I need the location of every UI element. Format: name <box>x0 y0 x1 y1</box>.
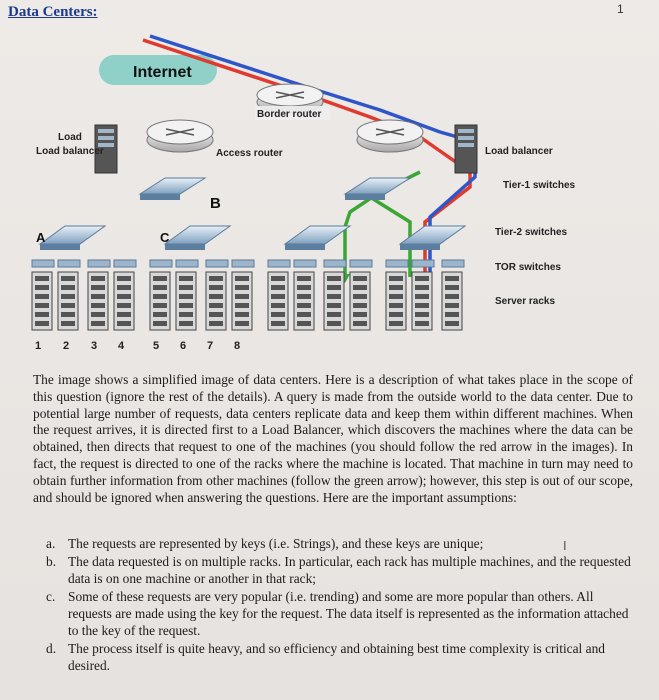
marker-c: C <box>160 230 170 245</box>
rack-number: 3 <box>91 340 97 352</box>
tier2-switches <box>38 225 467 250</box>
load-balancer-right-label: Load balancer <box>485 146 553 157</box>
list-marker: a. <box>46 536 56 551</box>
assumptions-list: a. The requests are represented by keys (… <box>40 535 633 675</box>
tier2-label: Tier-2 switches <box>495 227 568 238</box>
tor-switches <box>31 259 465 268</box>
border-router-label: Border router <box>257 109 322 120</box>
load-balancer-left-label-1: Load <box>58 132 82 143</box>
rack-number: 7 <box>207 340 213 352</box>
list-marker: d. <box>46 641 57 656</box>
server-racks <box>31 271 463 331</box>
list-item-text: The requests are represented by keys (i.… <box>68 536 484 551</box>
text-cursor-icon: I <box>563 538 567 553</box>
tor-label: TOR switches <box>495 262 561 273</box>
list-item: b. The data requested is on multiple rack… <box>40 553 633 587</box>
description-paragraph: The image shows a simplified image of da… <box>33 372 633 505</box>
load-balancer-left: Load <box>58 124 118 174</box>
marker-b: B <box>210 195 221 212</box>
data-center-diagram: Internet Border router Access router <box>31 34 576 352</box>
rack-number: 4 <box>118 340 125 352</box>
list-marker: b. <box>46 554 57 569</box>
rack-number: 1 <box>35 340 41 352</box>
tier1-label: Tier-1 switches <box>503 180 576 191</box>
marker-a: A <box>36 230 46 245</box>
access-router-right <box>356 119 424 153</box>
load-balancer-left-label: Load balancer <box>36 146 104 157</box>
page-number: 1 <box>617 2 624 16</box>
green-arrow-2 <box>369 195 412 277</box>
tier1-switch-left <box>138 177 207 200</box>
list-item-text: Some of these requests are very popular … <box>68 589 629 638</box>
list-item: d. The process itself is quite heavy, and… <box>40 640 633 674</box>
server-racks-label: Server racks <box>495 296 555 307</box>
access-router-label: Access router <box>216 148 283 159</box>
internet-label: Internet <box>133 64 192 81</box>
tier1-switch-right <box>343 177 412 200</box>
border-router: Border router <box>255 83 330 120</box>
rack-number: 2 <box>63 340 69 352</box>
rack-number: 8 <box>234 340 240 352</box>
list-marker: c. <box>46 589 56 604</box>
internet-cloud: Internet <box>99 55 217 85</box>
list-item: c. Some of these requests are very popula… <box>40 588 633 639</box>
rack-numbers: 1 2 3 4 5 6 7 8 <box>35 340 240 352</box>
section-title: Data Centers: <box>8 4 98 20</box>
rack-number: 6 <box>180 340 186 352</box>
load-balancer-right <box>454 124 478 174</box>
list-item: a. The requests are represented by keys (… <box>40 535 633 552</box>
rack-number: 5 <box>153 340 159 352</box>
list-item-text: The data requested is on multiple racks.… <box>68 554 631 586</box>
access-router-left <box>146 119 214 153</box>
list-item-text: The process itself is quite heavy, and s… <box>68 641 605 673</box>
